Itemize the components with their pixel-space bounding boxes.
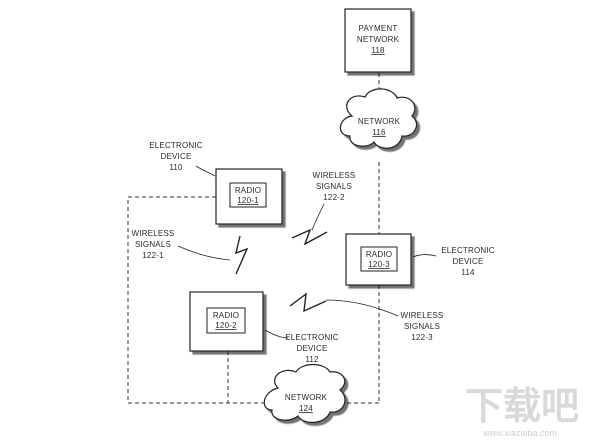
network-116-label: NETWORK [358,117,401,126]
network-116-cloud-icon [339,88,417,149]
payment-network-line2: NETWORK [357,35,400,44]
watermark-logo: 下载吧 [465,386,579,428]
wireless-signals-122-2: WIRELESS SIGNALS 122-2 [311,171,356,231]
network-124: NETWORK 124 [263,363,346,423]
signals-122-2-leader [311,203,325,231]
payment-network-ref: 118 [371,46,385,55]
lightning-122-3-icon [289,292,327,313]
device-114-line2: DEVICE [453,257,484,266]
electronic-device-110: RADIO 120-1 ELECTRONIC DEVICE 110 [149,141,283,225]
signals-122-2-line1: WIRELESS [313,171,356,180]
signals-122-1-leader [177,245,231,261]
device-110-ref: 110 [169,163,183,172]
radio-120-2-box [206,307,246,334]
device-114-line1: ELECTRONIC [441,246,495,255]
radio-120-1-ref: 120-1 [237,196,259,205]
radio-120-3-ref: 120-3 [368,260,390,269]
signals-122-2-line2: SIGNALS [316,182,352,191]
signals-122-3-ref: 122-3 [411,333,433,342]
signals-122-2-ref: 122-2 [323,193,345,202]
lightning-122-2-icon [291,228,328,246]
signals-122-1-line1: WIRELESS [132,229,175,238]
radio-120-3-box [360,246,398,272]
lightning-122-1-icon [235,235,249,275]
signals-122-3-line1: WIRELESS [401,311,444,320]
wireless-signals-122-1: WIRELESS SIGNALS 122-1 [132,229,231,261]
electronic-device-114: RADIO 120-3 ELECTRONIC DEVICE 114 [345,233,495,286]
device-112-leader [264,329,289,339]
payment-network-line1: PAYMENT [359,24,398,33]
payment-network-box [344,8,412,73]
radio-120-1-label: RADIO [235,186,261,195]
signals-122-3-leader [325,299,399,317]
radio-120-2-label: RADIO [213,311,239,320]
link-device110-to-network124 [127,196,269,404]
signals-122-1-ref: 122-1 [142,251,164,260]
watermark-url: www.xiazaiba.com [482,428,557,438]
device-112-line2: DEVICE [297,344,328,353]
wireless-signals-122-3: WIRELESS SIGNALS 122-3 [325,299,444,342]
electronic-device-112: RADIO 120-2 ELECTRONIC DEVICE 112 [189,291,339,364]
device-110-leader [195,165,216,177]
signals-122-1-line2: SIGNALS [135,240,171,249]
connection-lines [127,73,380,404]
device-110-line1: ELECTRONIC [149,141,203,150]
device-114-ref: 114 [461,268,475,277]
wireless-signal-symbols [235,228,328,313]
radio-120-1-box [229,182,267,208]
network-116-ref: 116 [372,128,386,137]
device-110-line2: DEVICE [161,152,192,161]
network-124-ref: 124 [299,404,313,413]
signals-122-3-line2: SIGNALS [404,322,440,331]
watermark: 下载吧 www.xiazaiba.com [465,386,579,438]
payment-network-118: PAYMENT NETWORK 118 [344,8,412,73]
device-112-line1: ELECTRONIC [285,333,339,342]
network-124-cloud-icon [263,363,346,423]
radio-120-3-label: RADIO [366,250,392,259]
radio-120-2-ref: 120-2 [215,321,237,330]
network-116: NETWORK 116 [339,88,417,149]
device-112-ref: 112 [305,355,319,364]
device-114-leader [412,254,437,258]
network-124-label: NETWORK [285,393,328,402]
